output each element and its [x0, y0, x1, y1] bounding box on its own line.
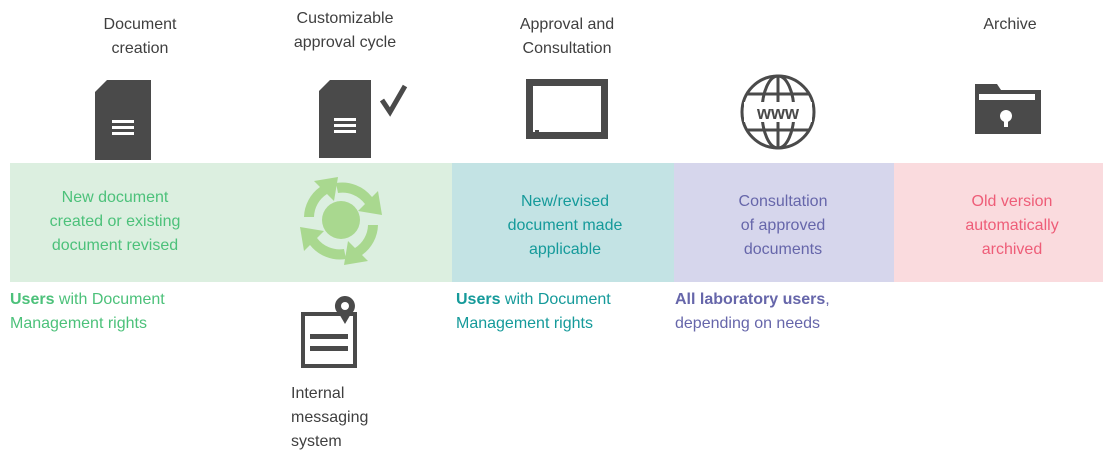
stage-heading-document-creation: Document creation — [103, 16, 177, 57]
stage-description-creation: New document created or existing documen… — [49, 189, 181, 254]
note-approval-users: Users with Document Management rights — [456, 291, 611, 332]
locked-folder-icon — [975, 84, 1041, 134]
stage-description-consultation: Consultation of approved documents — [738, 193, 828, 258]
band-consultation — [674, 163, 894, 282]
monitor-icon — [526, 79, 608, 139]
stage-description-archive: Old version automatically archived — [965, 193, 1059, 258]
stage-heading-approval-cycle: Customizable approval cycle — [293, 10, 397, 51]
svg-text:www: www — [756, 103, 800, 123]
note-creation-users: Users with Document Management rights — [10, 291, 165, 332]
messaging-note-icon — [301, 296, 357, 368]
stage-heading-archive: Archive — [983, 16, 1037, 33]
band-applicable — [452, 163, 674, 282]
document-approved-icon — [319, 80, 408, 158]
www-globe-icon: www — [740, 74, 816, 150]
stage-heading-approval-consultation: Approval and Consultation — [519, 16, 615, 57]
band-creation — [10, 163, 230, 282]
note-consultation-users: All laboratory users, depending on needs — [675, 291, 830, 332]
stage-description-applicable: New/revised document made applicable — [507, 193, 623, 258]
note-messaging-system: Internal messaging system — [291, 385, 369, 450]
document-icon — [95, 80, 151, 160]
band-archive — [894, 163, 1103, 282]
circular-arrows-icon — [300, 177, 382, 265]
